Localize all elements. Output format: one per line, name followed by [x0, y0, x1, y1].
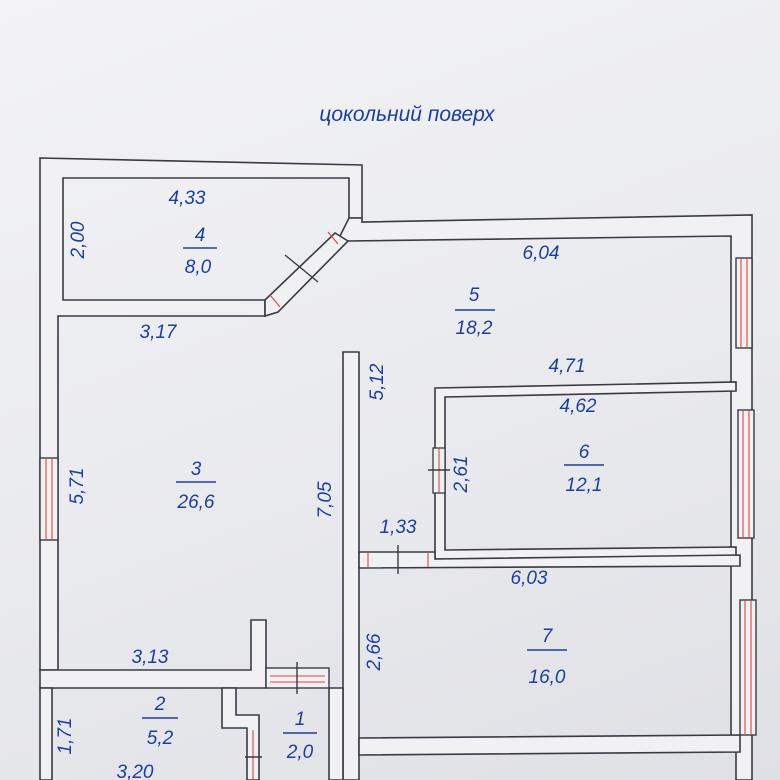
wall-room-7-bottom	[358, 734, 741, 756]
door-jamb	[327, 231, 339, 245]
dimension-label: 3,20	[117, 762, 154, 780]
door-jamb	[269, 294, 281, 308]
plan-title: цокольний поверх	[319, 103, 496, 126]
door-swing-room-4	[284, 254, 319, 283]
dimension-label: 4,62	[560, 396, 597, 417]
room-number: 4	[195, 225, 206, 246]
wall-center	[342, 351, 360, 780]
dimension-label: 1,71	[55, 718, 76, 755]
room-label-7: 7 16,0	[527, 626, 567, 688]
room-area: 18,2	[456, 318, 493, 339]
room-number: 1	[295, 709, 306, 730]
room-label-4: 4 8,0	[183, 225, 217, 278]
room-label-3: 3 26,6	[176, 459, 216, 513]
window-room-7	[739, 599, 757, 736]
room-number: 2	[154, 694, 166, 715]
wall-room-1-east	[328, 687, 344, 780]
wall-diagonal	[264, 231, 350, 318]
dimension-label: 5,12	[367, 363, 388, 400]
dimension-label: 2,00	[68, 221, 89, 259]
room-label-6: 6 12,1	[564, 442, 604, 496]
dimension-label: 3,13	[132, 647, 169, 668]
dimension-label: 2,61	[451, 456, 472, 494]
window-room-6	[737, 409, 755, 539]
room-area: 2,0	[286, 742, 314, 763]
room-label-5: 5 18,2	[455, 285, 495, 339]
room-number: 3	[191, 459, 202, 480]
wall-room-7-top	[358, 551, 741, 569]
room-number: 6	[579, 442, 590, 463]
window-room-3	[39, 457, 59, 541]
wall-west-lower	[39, 687, 53, 780]
room-label-2: 2 5,2	[142, 694, 178, 749]
room-area: 5,2	[147, 728, 174, 749]
room-number: 5	[469, 285, 480, 306]
dimension-label: 4,33	[169, 188, 206, 209]
dimension-label: 5,71	[67, 468, 88, 505]
dimension-label: 6,03	[511, 568, 548, 589]
wall-north-east	[333, 214, 753, 780]
dimension-label: 4,71	[549, 356, 586, 377]
window-room-5	[735, 257, 753, 349]
dimension-label: 2,66	[364, 633, 385, 671]
room-number: 7	[542, 626, 554, 647]
room-label-1: 1 2,0	[283, 709, 317, 763]
room-area: 8,0	[185, 257, 212, 278]
room-area: 16,0	[529, 667, 566, 688]
room-area: 12,1	[566, 475, 603, 496]
room-area: 26,6	[177, 492, 215, 513]
dimension-label: 6,04	[523, 243, 560, 264]
dimension-label: 7,05	[315, 481, 336, 518]
dimension-label: 3,17	[140, 322, 178, 343]
dimension-label: 1,33	[380, 517, 417, 538]
